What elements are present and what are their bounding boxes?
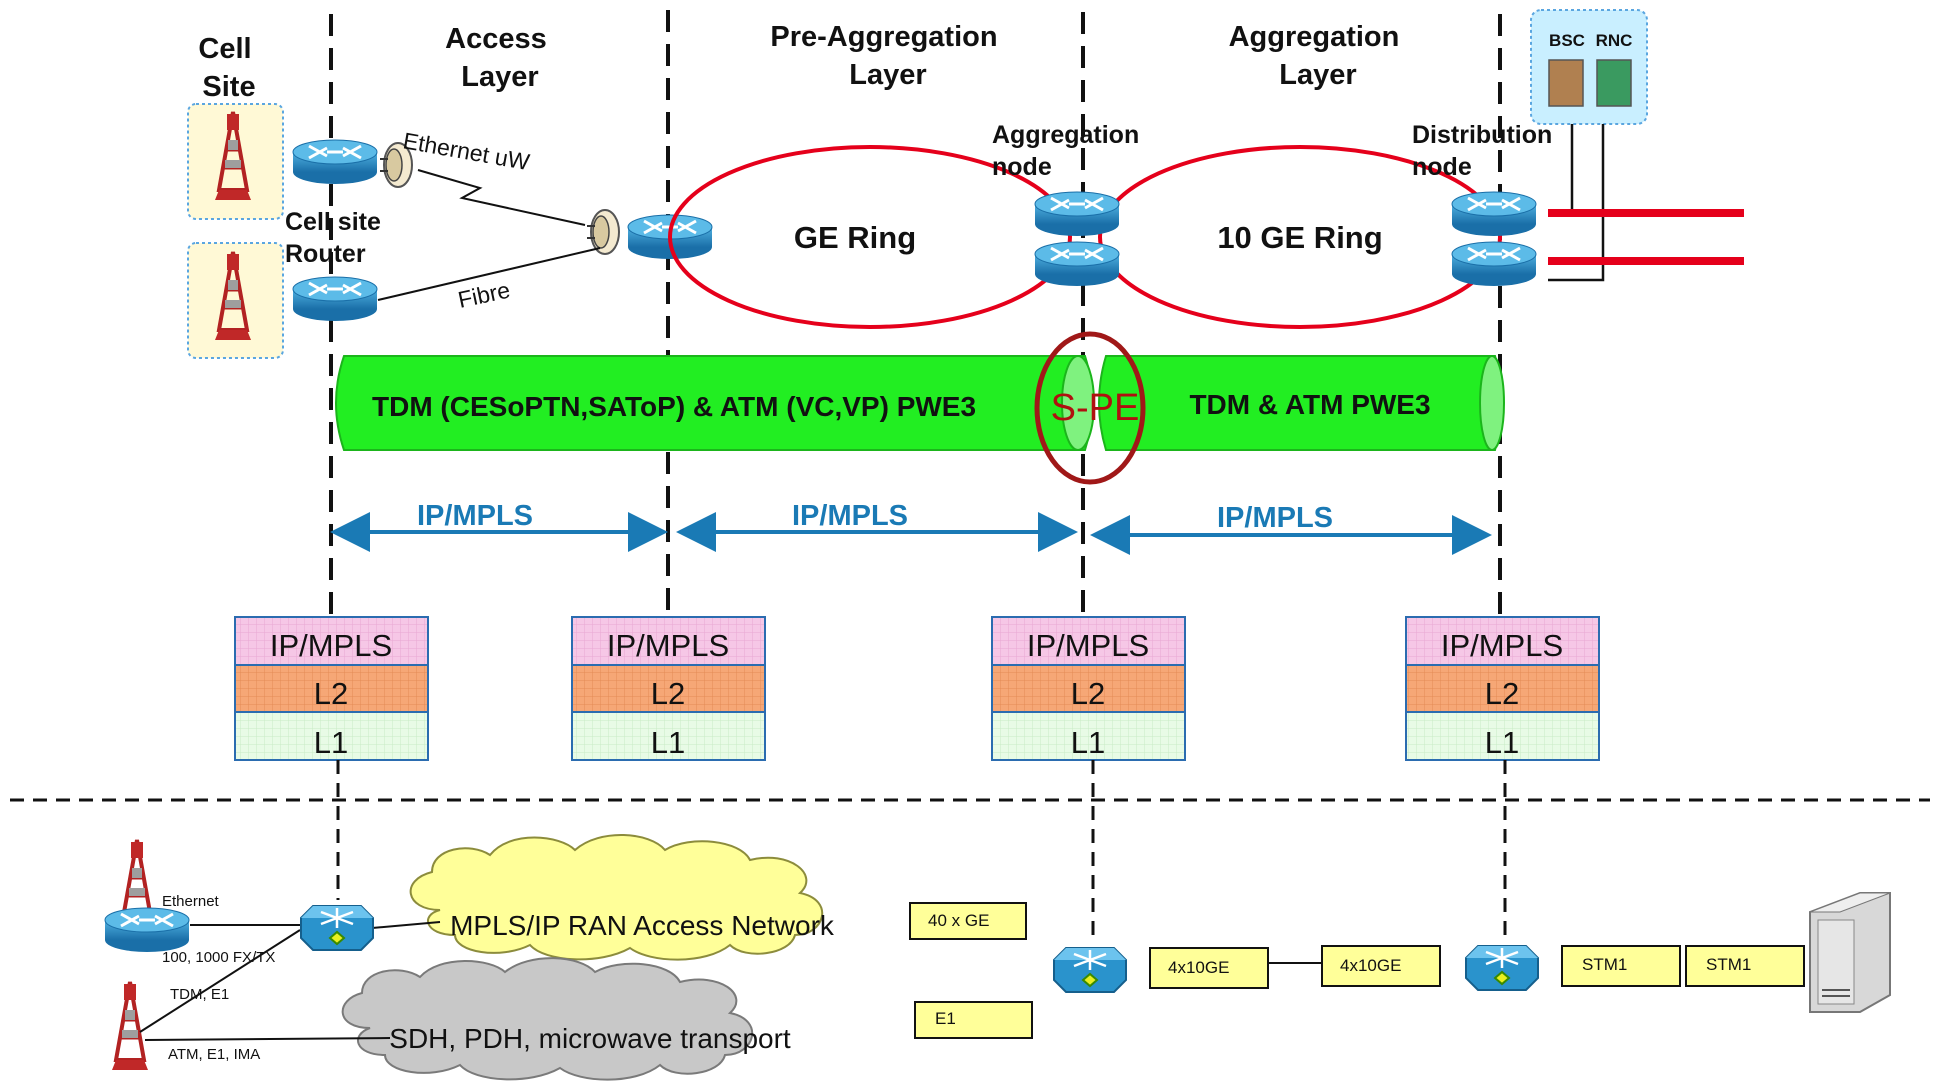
tower-icon	[110, 980, 150, 1072]
ethernet-uw-label: Ethernet uW	[401, 127, 532, 175]
mpls-ip-ran-cloud-label: MPLS/IP RAN Access Network	[450, 910, 835, 941]
stack-layer-l2: L2	[1071, 676, 1105, 711]
ge-ring	[668, 145, 1072, 329]
stack-layer-l1: L1	[1071, 725, 1105, 760]
rnc-label: RNC	[1596, 31, 1633, 50]
stack-2: IP/MPLS L2 L1	[571, 616, 766, 761]
heading-aggregation-layer: Aggregation Layer	[1229, 21, 1408, 91]
stack-3: IP/MPLS L2 L1	[991, 616, 1186, 761]
pipe-left-end	[1061, 355, 1095, 451]
router-icon	[103, 906, 191, 954]
stack-layer-l1: L1	[314, 725, 348, 760]
mpls-ip-ran-cloud	[409, 833, 824, 961]
box-e1	[914, 1001, 1033, 1039]
protocol-stacks: IP/MPLS L2 L1 IP/MPLS L2 L1 IP/MPLS L2 L…	[234, 616, 1600, 761]
cell-site-routers: Ethernet uW Fibre Cell site Router	[285, 127, 714, 323]
server-icon	[1809, 892, 1891, 1013]
pipe-right-end	[1479, 355, 1505, 451]
heading-pre-aggregation-layer: Pre-Aggregation Layer	[770, 21, 1005, 91]
pwe3-left-label: TDM (CESoPTN,SAToP) & ATM (VC,VP) PWE3	[372, 391, 976, 422]
heading-access-layer: Access Layer	[445, 23, 555, 93]
distribution-switch-icon	[1464, 944, 1540, 992]
router-icon	[291, 275, 379, 323]
svg-text:STM1: STM1	[1582, 955, 1627, 974]
rings: GE Ring 10 GE Ring	[668, 145, 1502, 329]
bsc-label: BSC	[1549, 31, 1585, 50]
box-stm1-b	[1685, 945, 1805, 987]
fibre-label: Fibre	[456, 277, 513, 313]
ten-ge-ring	[1098, 145, 1502, 329]
distribution-router-icon	[1450, 240, 1538, 288]
stack-4: IP/MPLS L2 L1	[1405, 616, 1600, 761]
box-stm1-a	[1561, 945, 1681, 987]
span-label-access: IP/MPLS	[417, 500, 533, 532]
layer-headings: Cell Site Access Layer Pre-Aggregation L…	[198, 21, 1408, 103]
span-label-agg: IP/MPLS	[1217, 502, 1333, 534]
ipmpls-spans: IP/MPLS IP/MPLS IP/MPLS	[330, 500, 1492, 555]
aggregation-switch-icon	[1052, 946, 1128, 994]
bsc-icon	[1548, 59, 1584, 107]
microwave-dish-icon	[586, 209, 620, 255]
stack-layer-ipmpls: IP/MPLS	[270, 628, 392, 663]
pwe3-right-label: TDM & ATM PWE3	[1189, 389, 1430, 420]
distribution-router-icon	[1450, 190, 1538, 238]
cell-site-group	[187, 103, 284, 359]
microwave-link	[417, 169, 586, 226]
stack-layer-l2: L2	[314, 676, 348, 711]
ge-ring-label: GE Ring	[794, 220, 916, 255]
aggregation-router-icon	[1033, 240, 1121, 288]
stack-layer-l2: L2	[1485, 676, 1519, 711]
pseudowire-pipes: TDM (CESoPTN,SAToP) & ATM (VC,VP) PWE3 T…	[335, 331, 1505, 485]
aggregation-node-label: Aggregation node	[992, 121, 1146, 181]
cell-site-router-label: Cell site Router	[285, 208, 388, 268]
spe-circle	[1034, 331, 1146, 485]
bsc-rnc-group: BSC RNC	[1530, 9, 1744, 282]
layer-dividers	[329, 10, 1502, 625]
stack-layer-l1: L1	[1485, 725, 1519, 760]
spe-label: S-PE	[1051, 387, 1140, 429]
rnc-icon	[1596, 59, 1632, 107]
sdh-pdh-cloud-label: SDH, PDH, microwave transport	[389, 1023, 791, 1054]
nodes: Aggregation node Distribution node	[992, 121, 1559, 288]
svg-text:E1: E1	[935, 1009, 956, 1028]
stack-layer-l1: L1	[651, 725, 685, 760]
stack-layer-ipmpls: IP/MPLS	[1441, 628, 1563, 663]
router-icon	[291, 138, 379, 186]
lower-dividers	[336, 760, 1507, 935]
span-label-preagg: IP/MPLS	[792, 500, 908, 532]
rate-label: 100, 1000 FX/TX	[162, 949, 275, 966]
box-4x10ge-a	[1149, 947, 1269, 989]
stack-1: IP/MPLS L2 L1	[234, 616, 429, 761]
svg-text:STM1: STM1	[1706, 955, 1751, 974]
stack-layer-l2: L2	[651, 676, 685, 711]
stack-layer-ipmpls: IP/MPLS	[607, 628, 729, 663]
svg-text:40 x GE: 40 x GE	[928, 911, 989, 930]
access-switch-icon	[299, 904, 375, 952]
stack-layer-ipmpls: IP/MPLS	[1027, 628, 1149, 663]
atm-label: ATM, E1, IMA	[168, 1046, 260, 1063]
aggregation-router-icon	[1033, 190, 1121, 238]
svg-text:4x10GE: 4x10GE	[1168, 958, 1229, 977]
ethernet-label: Ethernet	[162, 893, 220, 910]
box-40ge	[909, 902, 1027, 940]
distribution-node-label: Distribution node	[1412, 121, 1559, 181]
rnc-link	[1548, 124, 1605, 282]
fibre-link	[377, 247, 601, 301]
heading-cell-site: Cell Site	[198, 33, 259, 103]
svg-text:4x10GE: 4x10GE	[1340, 956, 1401, 975]
ten-ge-ring-label: 10 GE Ring	[1217, 220, 1382, 255]
bottom-section: MPLS/IP RAN Access Network SDH, PDH, mic…	[103, 833, 1891, 1081]
sdh-pdh-cloud	[341, 957, 754, 1081]
box-4x10ge-b	[1321, 945, 1441, 987]
tdm-label: TDM, E1	[170, 986, 229, 1003]
